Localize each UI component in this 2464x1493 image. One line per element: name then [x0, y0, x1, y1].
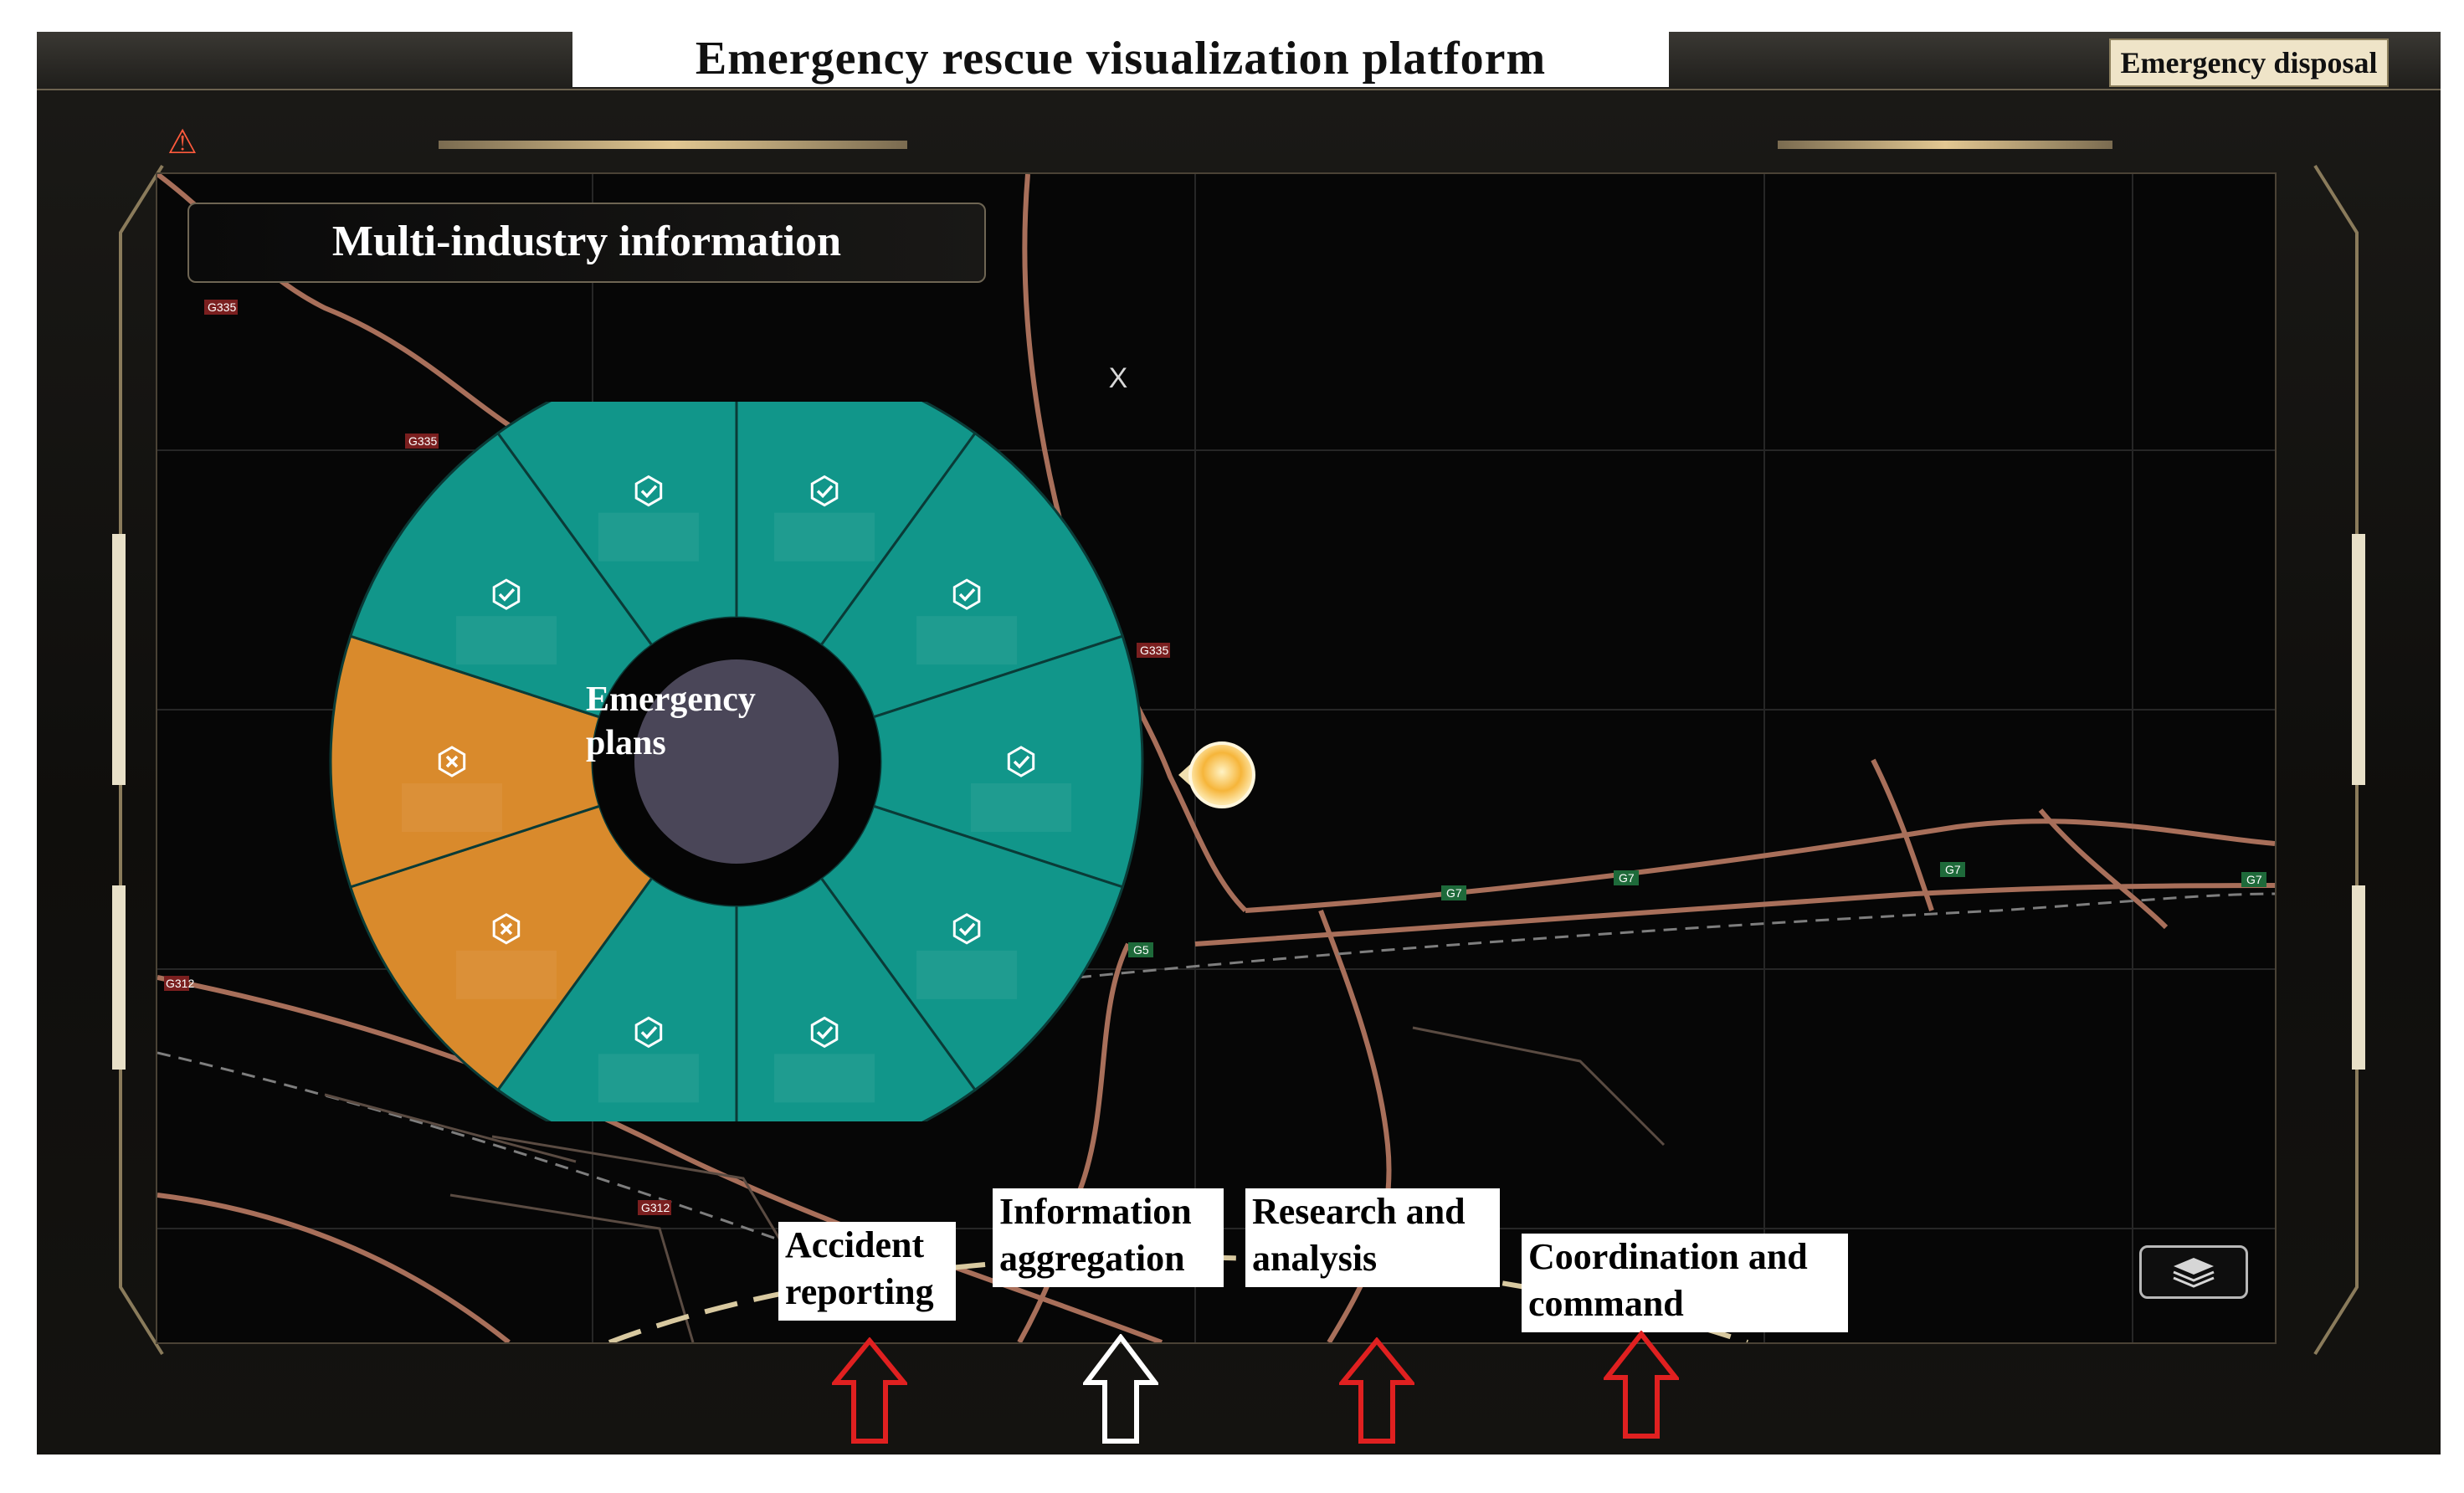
step-accident-reporting[interactable]: Accident reporting: [778, 1222, 956, 1321]
up-arrow-icon: [1339, 1337, 1414, 1444]
step-label-line: aggregation: [999, 1238, 1185, 1279]
step-research-analysis[interactable]: Research and analysis: [1245, 1188, 1500, 1287]
segment-label-placeholder: [455, 616, 557, 665]
up-arrow-icon: [1083, 1334, 1158, 1444]
close-button[interactable]: X: [1108, 362, 1128, 394]
up-arrow-icon: [1604, 1331, 1679, 1439]
frame-decoration: [1778, 141, 2112, 149]
panel-title: Multi-industry information: [331, 218, 842, 265]
wheel-center-hub[interactable]: [634, 659, 839, 864]
check-icon: [634, 475, 663, 507]
up-arrow-icon: [832, 1337, 907, 1444]
road-shield-label: G5: [1133, 943, 1149, 957]
segment-label-placeholder: [455, 950, 557, 999]
step-label-line: Coordination and: [1528, 1236, 1808, 1277]
step-label-line: command: [1528, 1283, 1684, 1324]
segment-label-placeholder: [774, 1054, 875, 1103]
title-bar: Emergency rescue visualization platform …: [37, 32, 2441, 90]
cross-icon: [492, 913, 521, 945]
layers-icon: [2173, 1258, 2215, 1288]
road-shield-label: G7: [1446, 886, 1462, 900]
app-title: Emergency rescue visualization platform: [572, 32, 1669, 87]
alarm-light-icon: ⚠: [167, 123, 198, 161]
side-frame-left: [112, 164, 164, 1356]
check-icon: [952, 578, 981, 610]
segment-label-placeholder: [971, 783, 1071, 832]
check-icon: [952, 913, 981, 945]
arrow-shape: [1339, 1337, 1414, 1444]
road-shield-label: G7: [1945, 863, 1961, 876]
check-icon: [634, 1016, 663, 1049]
cross-icon: [438, 746, 466, 777]
segment-label-placeholder: [402, 783, 502, 832]
wheel-center-line: Emergency: [586, 680, 756, 719]
step-label-line: reporting: [785, 1271, 934, 1312]
arrow-shape: [1604, 1331, 1679, 1439]
arrow-shape: [1083, 1334, 1158, 1444]
segment-label-placeholder: [774, 512, 875, 562]
frame-decoration: [439, 141, 907, 149]
road-shield-label: G335: [408, 434, 437, 448]
panel-header: Multi-industry information: [187, 203, 986, 283]
step-label-line: analysis: [1252, 1238, 1378, 1279]
layers-button[interactable]: [2139, 1245, 2248, 1299]
wheel-center-line: plans: [586, 724, 666, 762]
road-shield-label: G335: [208, 300, 236, 314]
check-icon: [810, 475, 839, 507]
emergency-disposal-tab[interactable]: Emergency disposal: [2109, 38, 2389, 87]
step-label-line: Research and: [1252, 1191, 1466, 1232]
road-shield-label: G312: [166, 977, 194, 990]
segment-label-placeholder: [916, 616, 1018, 665]
step-coordination-command[interactable]: Coordination and command: [1522, 1234, 1848, 1332]
check-icon: [810, 1016, 839, 1049]
step-label-line: Accident: [785, 1224, 925, 1265]
road-shield-label: G7: [2246, 873, 2262, 886]
road-shield-label: G7: [1619, 871, 1635, 885]
location-marker-icon[interactable]: [1172, 731, 1259, 818]
check-icon: [492, 578, 521, 610]
segment-label-placeholder: [598, 512, 699, 562]
arrow-shape: [832, 1337, 907, 1444]
wheel-center-label[interactable]: Emergency plans: [586, 678, 795, 787]
check-icon: [1007, 746, 1035, 777]
emergency-plan-wheel: [329, 402, 1144, 1121]
segment-label-placeholder: [916, 950, 1018, 999]
step-label-line: Information: [999, 1191, 1192, 1232]
step-information-aggregation[interactable]: Information aggregation: [993, 1188, 1224, 1287]
side-frame-right: [2313, 164, 2365, 1356]
segment-label-placeholder: [598, 1054, 699, 1103]
road-shield-label: G312: [641, 1201, 670, 1214]
road-shield-label: G335: [1140, 644, 1168, 657]
